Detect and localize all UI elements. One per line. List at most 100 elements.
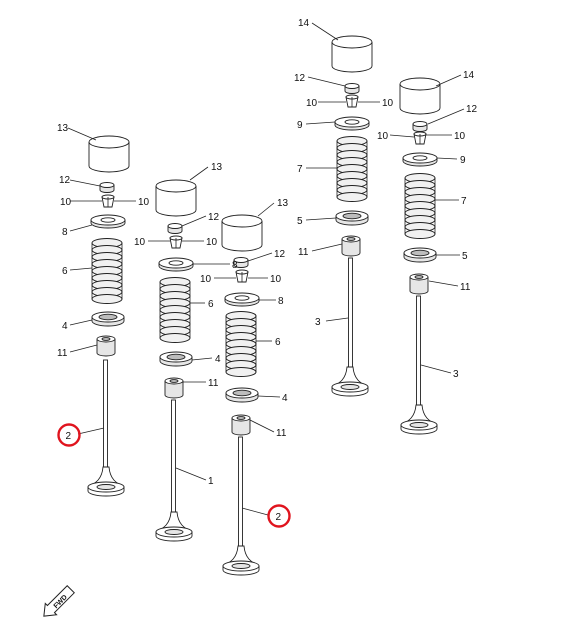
callout-4: 4 [215,354,221,365]
callout-4: 4 [282,393,288,404]
valve-assembly-b [155,179,197,542]
spring-retainer-8 [224,292,260,307]
callout-11: 11 [298,247,309,258]
callout-2: 2 [276,512,282,523]
valve-stem [348,257,353,371]
valve-stem [238,436,243,550]
adjusting-pad-12 [99,182,115,193]
callout-12: 12 [59,175,71,186]
callout-12: 12 [208,212,220,223]
valve-assembly-c [221,214,263,576]
callout-13: 13 [211,162,223,173]
callout-5: 5 [462,251,468,262]
highlighted-callouts: 2 2 [57,423,291,528]
leader-lines [67,22,465,516]
callout-14: 14 [298,18,310,29]
callout-11: 11 [460,282,471,293]
valve-cotter-10 [169,235,183,249]
callout-11: 11 [276,428,287,439]
valve-assembly-a [87,135,130,497]
valve-spring-6 [159,277,191,343]
callout-labels: 13 12 10 10 8 6 4 11 13 12 10 10 8 6 4 1… [57,18,478,487]
callout-10: 10 [454,131,466,142]
callout-10: 10 [382,98,394,109]
valve-spring-6 [225,311,257,377]
callout-8: 8 [62,227,68,238]
callout-10: 10 [270,274,282,285]
callout-2: 2 [66,431,72,442]
spring-seat-4 [225,387,259,403]
callout-3: 3 [453,369,459,380]
callout-6: 6 [62,266,68,277]
valve-lifter-13 [88,135,130,173]
callout-5: 5 [297,216,303,227]
valve-lifter-14 [331,35,373,73]
callout-6: 6 [208,299,214,310]
stem-seal-11 [409,273,429,295]
callout-3: 3 [315,317,321,328]
valve-lifter-14 [399,77,441,115]
callout-14: 14 [463,70,475,81]
valve-stem [416,295,421,409]
valve-lifter-13 [155,179,197,217]
valve-assembly-d [331,35,373,397]
callout-10: 10 [134,237,146,248]
valve-cotter-10 [413,131,427,145]
callout-10: 10 [206,237,218,248]
spring-retainer-8 [158,257,194,272]
spring-seat-5 [403,247,437,263]
valve-cotter-10 [345,94,359,108]
spring-retainer-9 [402,152,438,167]
callout-10: 10 [60,197,72,208]
valve-spring-6 [91,238,123,304]
callout-7: 7 [297,164,303,175]
valve-head [400,404,438,435]
spring-seat-4 [91,311,125,327]
callout-10: 10 [200,274,212,285]
valve-stem [103,359,108,469]
callout-12: 12 [274,249,286,260]
valve-stem [171,399,176,516]
callout-13: 13 [57,123,69,134]
callout-13: 13 [277,198,289,209]
callout-10: 10 [306,98,318,109]
valve-assembly-e [399,77,441,435]
callout-12: 12 [466,104,478,115]
valve-head [155,511,193,542]
adjusting-pad-12 [344,83,360,94]
fwd-arrow-icon [43,585,75,617]
callout-10: 10 [377,131,389,142]
highlight-ring [57,423,81,447]
spring-seat-4 [159,351,193,367]
callout-8: 8 [232,260,238,271]
callout-11: 11 [208,378,219,389]
stem-seal-11 [96,335,116,357]
callout-10: 10 [138,197,150,208]
adjusting-pad-12 [167,223,183,234]
spring-retainer-8 [90,214,126,229]
spring-retainer-9 [334,116,370,131]
valve-spring-7 [336,136,368,202]
valve-lifter-13 [221,214,263,252]
highlight-ring [267,504,291,528]
valve-spring-7 [404,173,436,239]
adjusting-pad-12 [412,121,428,132]
callout-9: 9 [297,120,303,131]
stem-seal-11 [164,377,184,399]
callout-1: 1 [208,476,214,487]
callout-8: 8 [278,296,284,307]
callout-6: 6 [275,337,281,348]
valve-head [87,466,125,497]
callout-4: 4 [62,321,68,332]
callout-7: 7 [461,196,467,207]
valve-cotter-10 [235,269,249,283]
valve-head [331,366,369,397]
stem-seal-11 [231,414,251,436]
fwd-arrow: FWD [43,585,75,617]
callout-9: 9 [460,155,466,166]
valve-cotter-10 [101,194,115,208]
callout-11: 11 [57,348,68,359]
stem-seal-11 [341,235,361,257]
valve-head [222,545,260,576]
